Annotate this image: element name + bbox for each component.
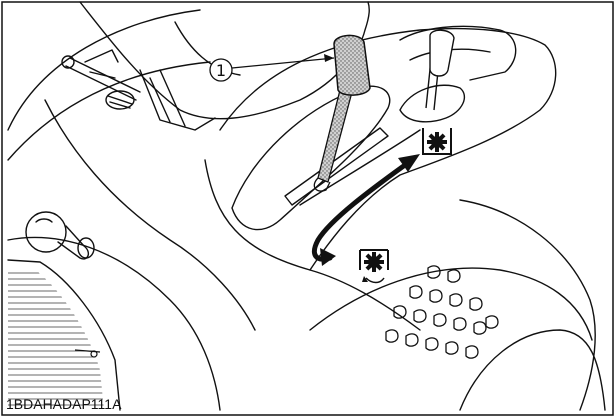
figure-code: 1BDAHADAP111A xyxy=(6,396,122,412)
lever-slot-inner xyxy=(284,127,389,206)
double-headed-curved-arrow xyxy=(312,154,420,266)
left-knob xyxy=(25,211,67,253)
right-fender xyxy=(459,199,596,411)
right-lever xyxy=(425,29,455,111)
lever-slot-outer xyxy=(231,85,391,231)
floor-mat-hatch xyxy=(8,270,104,410)
right-lever-slot xyxy=(399,84,465,123)
floor-mat xyxy=(7,259,121,411)
gear-rotate-icon xyxy=(359,249,389,284)
svg-text:1: 1 xyxy=(216,61,226,80)
callout-1: 1 xyxy=(209,54,335,82)
body-contour-inner xyxy=(44,99,256,331)
gear-icon xyxy=(422,128,452,155)
adjuster-knob xyxy=(105,90,135,110)
console-side xyxy=(204,159,421,331)
fender-panel xyxy=(7,9,211,161)
body-contour-left xyxy=(7,236,221,411)
lever-1 xyxy=(313,34,371,192)
seat-outline xyxy=(79,1,370,120)
seat-bracket xyxy=(139,69,216,131)
vent-grille xyxy=(385,265,499,359)
